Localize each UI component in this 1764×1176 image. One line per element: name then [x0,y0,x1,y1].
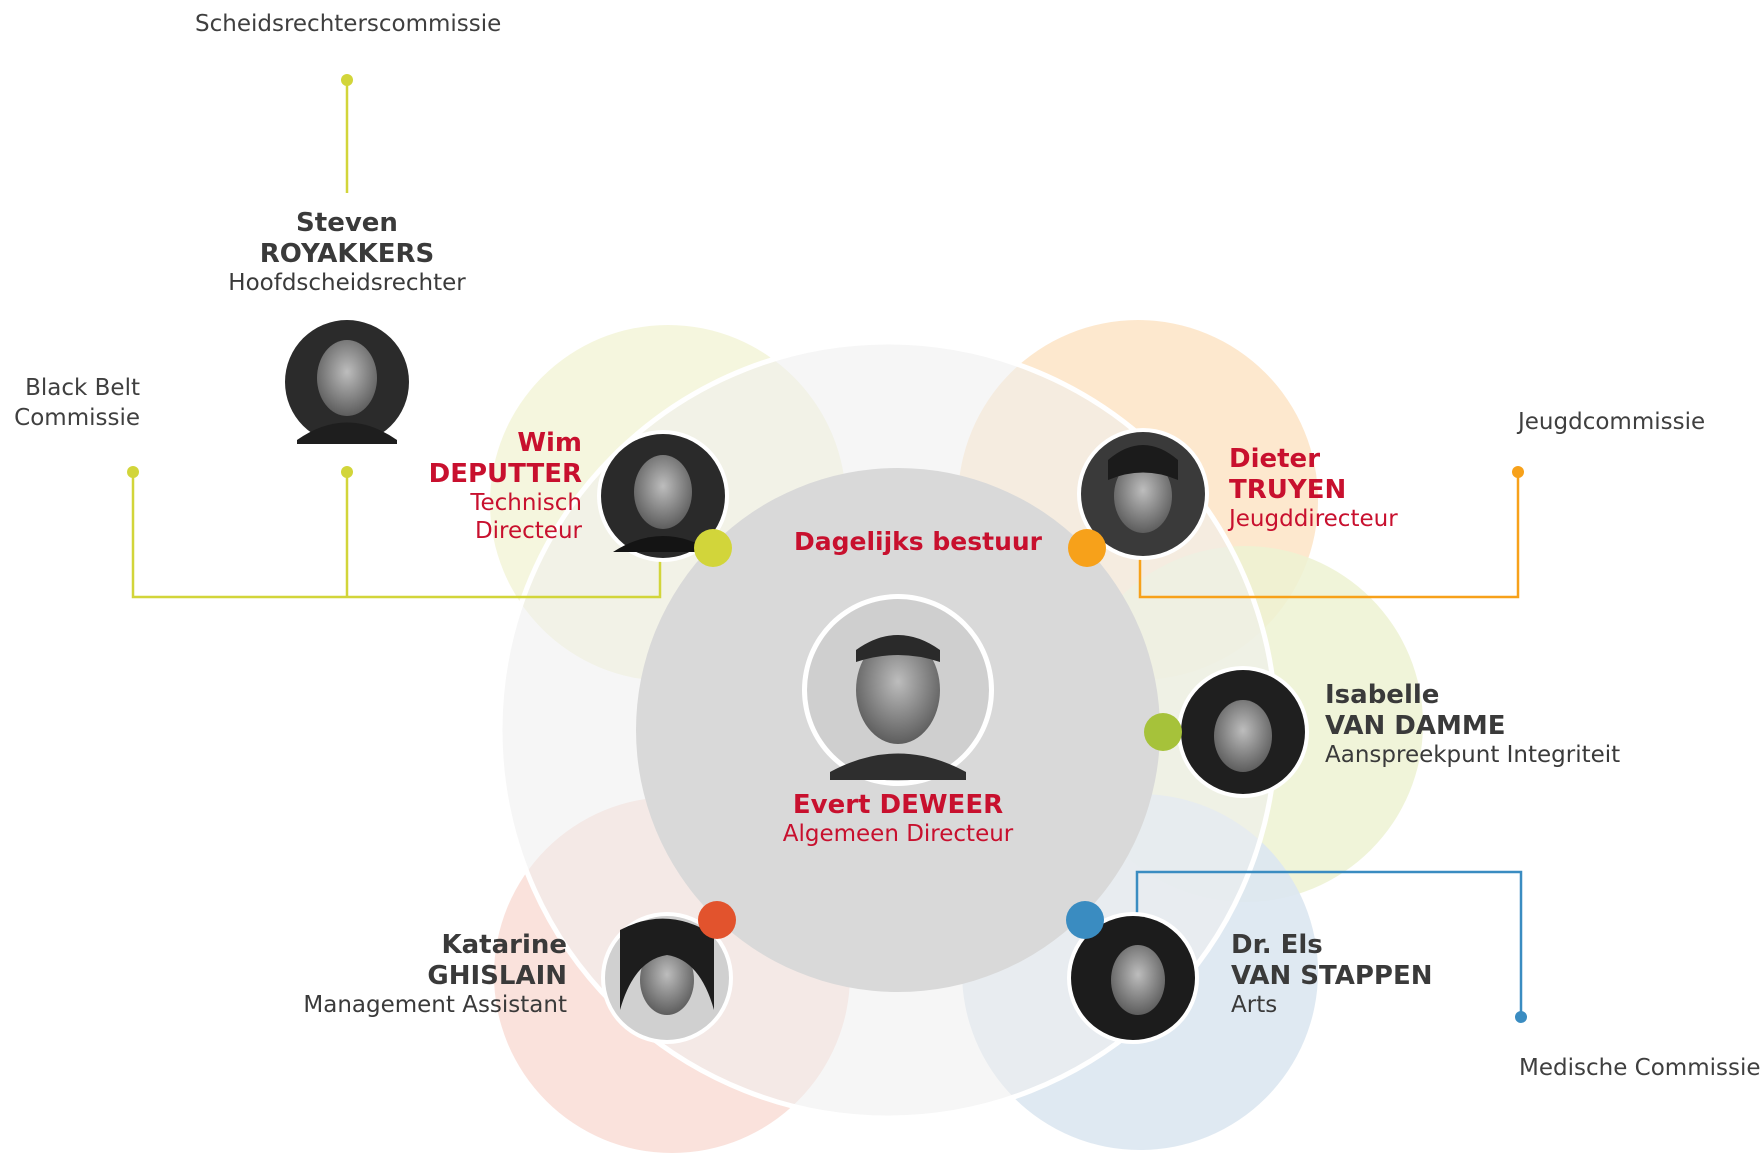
doctor-dot-icon [1066,901,1104,939]
integrity-label: Isabelle VAN DAMME Aanspreekpunt Integri… [1325,680,1620,770]
director-name: Evert DEWEER [792,790,1004,820]
integrity-role: Aanspreekpunt Integriteit [1325,742,1621,769]
referee-role: Hoofdscheidsrechter [228,270,466,297]
connector-medical [1135,870,1523,1015]
avatar-director [802,594,994,786]
connector-dot-icon [1512,466,1524,478]
director-label: Evert DEWEER Algemeen Directeur [738,790,1058,849]
assistant-first-name: Katarine [441,930,567,960]
avatar-youth [1077,428,1209,560]
doctor-role: Arts [1231,992,1278,1019]
technical-last-name: DEPUTTER [428,459,582,490]
avatar-referee [281,316,413,448]
assistant-dot-icon [698,901,736,939]
connector-youth [1138,472,1520,599]
youth-dot-icon [1068,529,1106,567]
technical-first-name: Wim [517,428,582,458]
assistant-label: Katarine GHISLAIN Management Assistant [283,930,567,1020]
avatar-technical [597,430,729,562]
assistant-role: Management Assistant [303,992,567,1019]
board-title: Dagelijks bestuur [794,527,1042,556]
connector-dot-icon [341,466,353,478]
doctor-label: Dr. Els VAN STAPPEN Arts [1231,930,1433,1020]
connector-dot-icon [127,466,139,478]
technical-dot-icon [694,529,732,567]
black-belt-line2: Commissie [14,404,140,431]
medical-committee-label: Medische Commissie [1519,1055,1761,1081]
avatar-integrity [1177,666,1309,798]
youth-label: Dieter TRUYEN Jeugddirecteur [1229,444,1398,534]
youth-role: Jeugddirecteur [1229,506,1398,533]
youth-committee-label: Jeugdcommissie [1518,409,1706,435]
doctor-first-name: Dr. Els [1231,930,1323,960]
black-belt-line1: Black Belt [25,375,140,401]
technical-role-line2: Directeur [474,517,582,544]
referee-committee-label: Scheidsrechterscommissie [195,11,502,37]
director-role: Algemeen Directeur [782,821,1014,848]
youth-first-name: Dieter [1229,444,1321,474]
integrity-first-name: Isabelle [1325,680,1440,710]
connector-dot-icon [1515,1011,1527,1023]
referee-first-name: Steven [296,208,398,238]
referee-label: Steven ROYAKKERS Hoofdscheidsrechter [217,208,477,298]
avatar-doctor [1067,912,1199,1044]
integrity-last-name: VAN DAMME [1325,711,1506,742]
youth-last-name: TRUYEN [1229,475,1347,506]
connector-dot-icon [341,74,353,86]
referee-last-name: ROYAKKERS [259,239,435,270]
assistant-last-name: GHISLAIN [427,961,567,992]
connector-technical [131,470,662,599]
technical-role-line1: Technisch [470,490,582,517]
avatar-assistant [601,912,733,1044]
black-belt-committee-label: Black Belt Commissie [12,374,140,434]
doctor-last-name: VAN STAPPEN [1231,961,1433,992]
technical-label: Wim DEPUTTER Technisch Directeur [402,428,582,546]
integrity-dot-icon [1144,713,1182,751]
